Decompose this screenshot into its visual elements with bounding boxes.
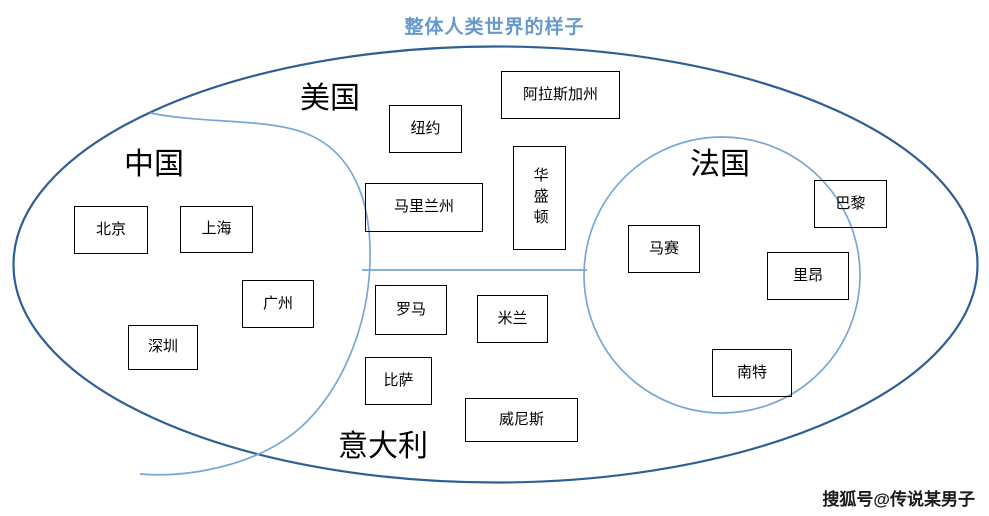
world-ellipse	[12, 45, 979, 484]
city-box-alaska[interactable]: 阿拉斯加州	[501, 71, 620, 119]
city-box-lyon[interactable]: 里昂	[767, 252, 849, 300]
city-box-rome[interactable]: 罗马	[375, 285, 447, 335]
city-box-paris[interactable]: 巴黎	[814, 180, 887, 228]
country-label-china: 中国	[124, 148, 184, 181]
country-label-usa: 美国	[300, 82, 360, 115]
city-box-beijing[interactable]: 北京	[74, 206, 148, 254]
country-label-italy: 意大利	[338, 430, 428, 463]
watermark-label: 搜狐号@传说某男子	[822, 490, 975, 509]
page-title: 整体人类世界的样子	[404, 17, 585, 38]
city-box-washington[interactable]: 华盛顿	[513, 146, 566, 250]
city-box-marseille[interactable]: 马赛	[628, 225, 700, 273]
country-label-france: 法国	[690, 148, 750, 181]
city-box-pisa[interactable]: 比萨	[365, 357, 432, 405]
france-region-shape	[583, 136, 861, 414]
city-box-newyork[interactable]: 纽约	[389, 105, 462, 153]
city-box-milan[interactable]: 米兰	[477, 295, 548, 343]
city-box-nantes[interactable]: 南特	[712, 349, 792, 397]
china-region-shape	[139, 112, 371, 476]
city-box-shanghai[interactable]: 上海	[180, 206, 253, 253]
city-box-venice[interactable]: 威尼斯	[465, 398, 578, 442]
city-box-guangzhou[interactable]: 广州	[242, 280, 314, 328]
city-box-maryland[interactable]: 马里兰州	[365, 183, 483, 232]
city-box-shenzhen[interactable]: 深圳	[128, 325, 198, 370]
